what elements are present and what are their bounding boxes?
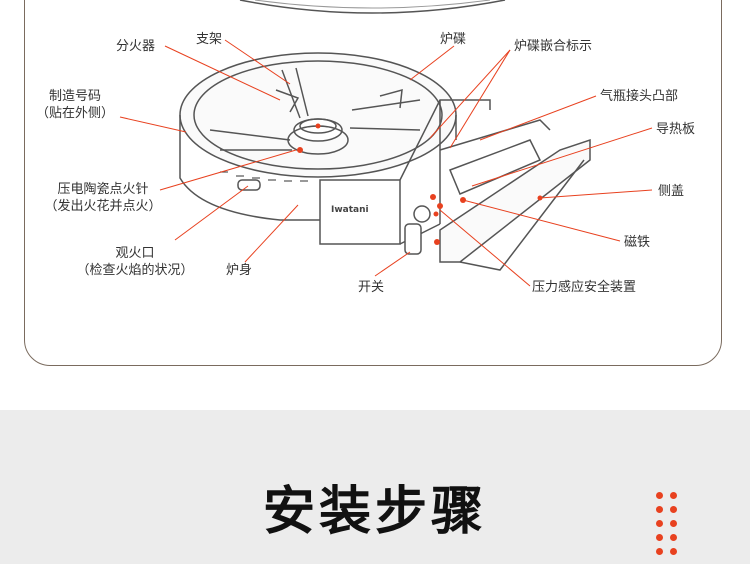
pot-rim	[239, 0, 506, 14]
brand-mark: Iwatani	[331, 205, 369, 215]
label-heat-plate: 导热板	[656, 122, 696, 137]
label-safety-device: 压力感应安全装置	[532, 280, 637, 295]
stove-illustration: Iwatani	[119, 0, 653, 287]
label-igniter: 压电陶瓷点火针 （发出火花并点火）	[38, 181, 168, 215]
label-viewport-line2: （检查火焰的状况）	[76, 263, 194, 278]
label-magnet: 磁铁	[624, 235, 651, 250]
dot-grid-icon	[656, 492, 686, 556]
label-igniter-line2: （发出火花并点火）	[44, 199, 162, 214]
label-igniter-line1: 压电陶瓷点火针	[57, 182, 149, 197]
label-serial: 制造号码 （贴在外侧）	[30, 88, 120, 122]
label-support: 支架	[196, 32, 223, 47]
leader-lines	[119, 39, 653, 287]
label-switch: 开关	[358, 280, 385, 295]
label-plate-mark: 炉碟嵌合标示	[514, 39, 593, 54]
label-serial-line2: （贴在外侧）	[35, 106, 114, 121]
label-burner-cap: 分火器	[116, 39, 156, 54]
stove-body	[179, 52, 591, 271]
section-title: 安装步骤	[262, 482, 487, 542]
label-body: 炉身	[226, 263, 253, 278]
label-burner-plate: 炉碟	[440, 32, 467, 47]
label-gas-connector: 气瓶接头凸部	[600, 89, 679, 104]
footer-band	[0, 410, 750, 564]
label-side-cover: 侧盖	[658, 184, 685, 199]
label-viewport-line1: 观火口	[115, 246, 155, 261]
label-viewport: 观火口 （检查火焰的状况）	[70, 245, 200, 279]
label-serial-line1: 制造号码	[48, 89, 101, 104]
